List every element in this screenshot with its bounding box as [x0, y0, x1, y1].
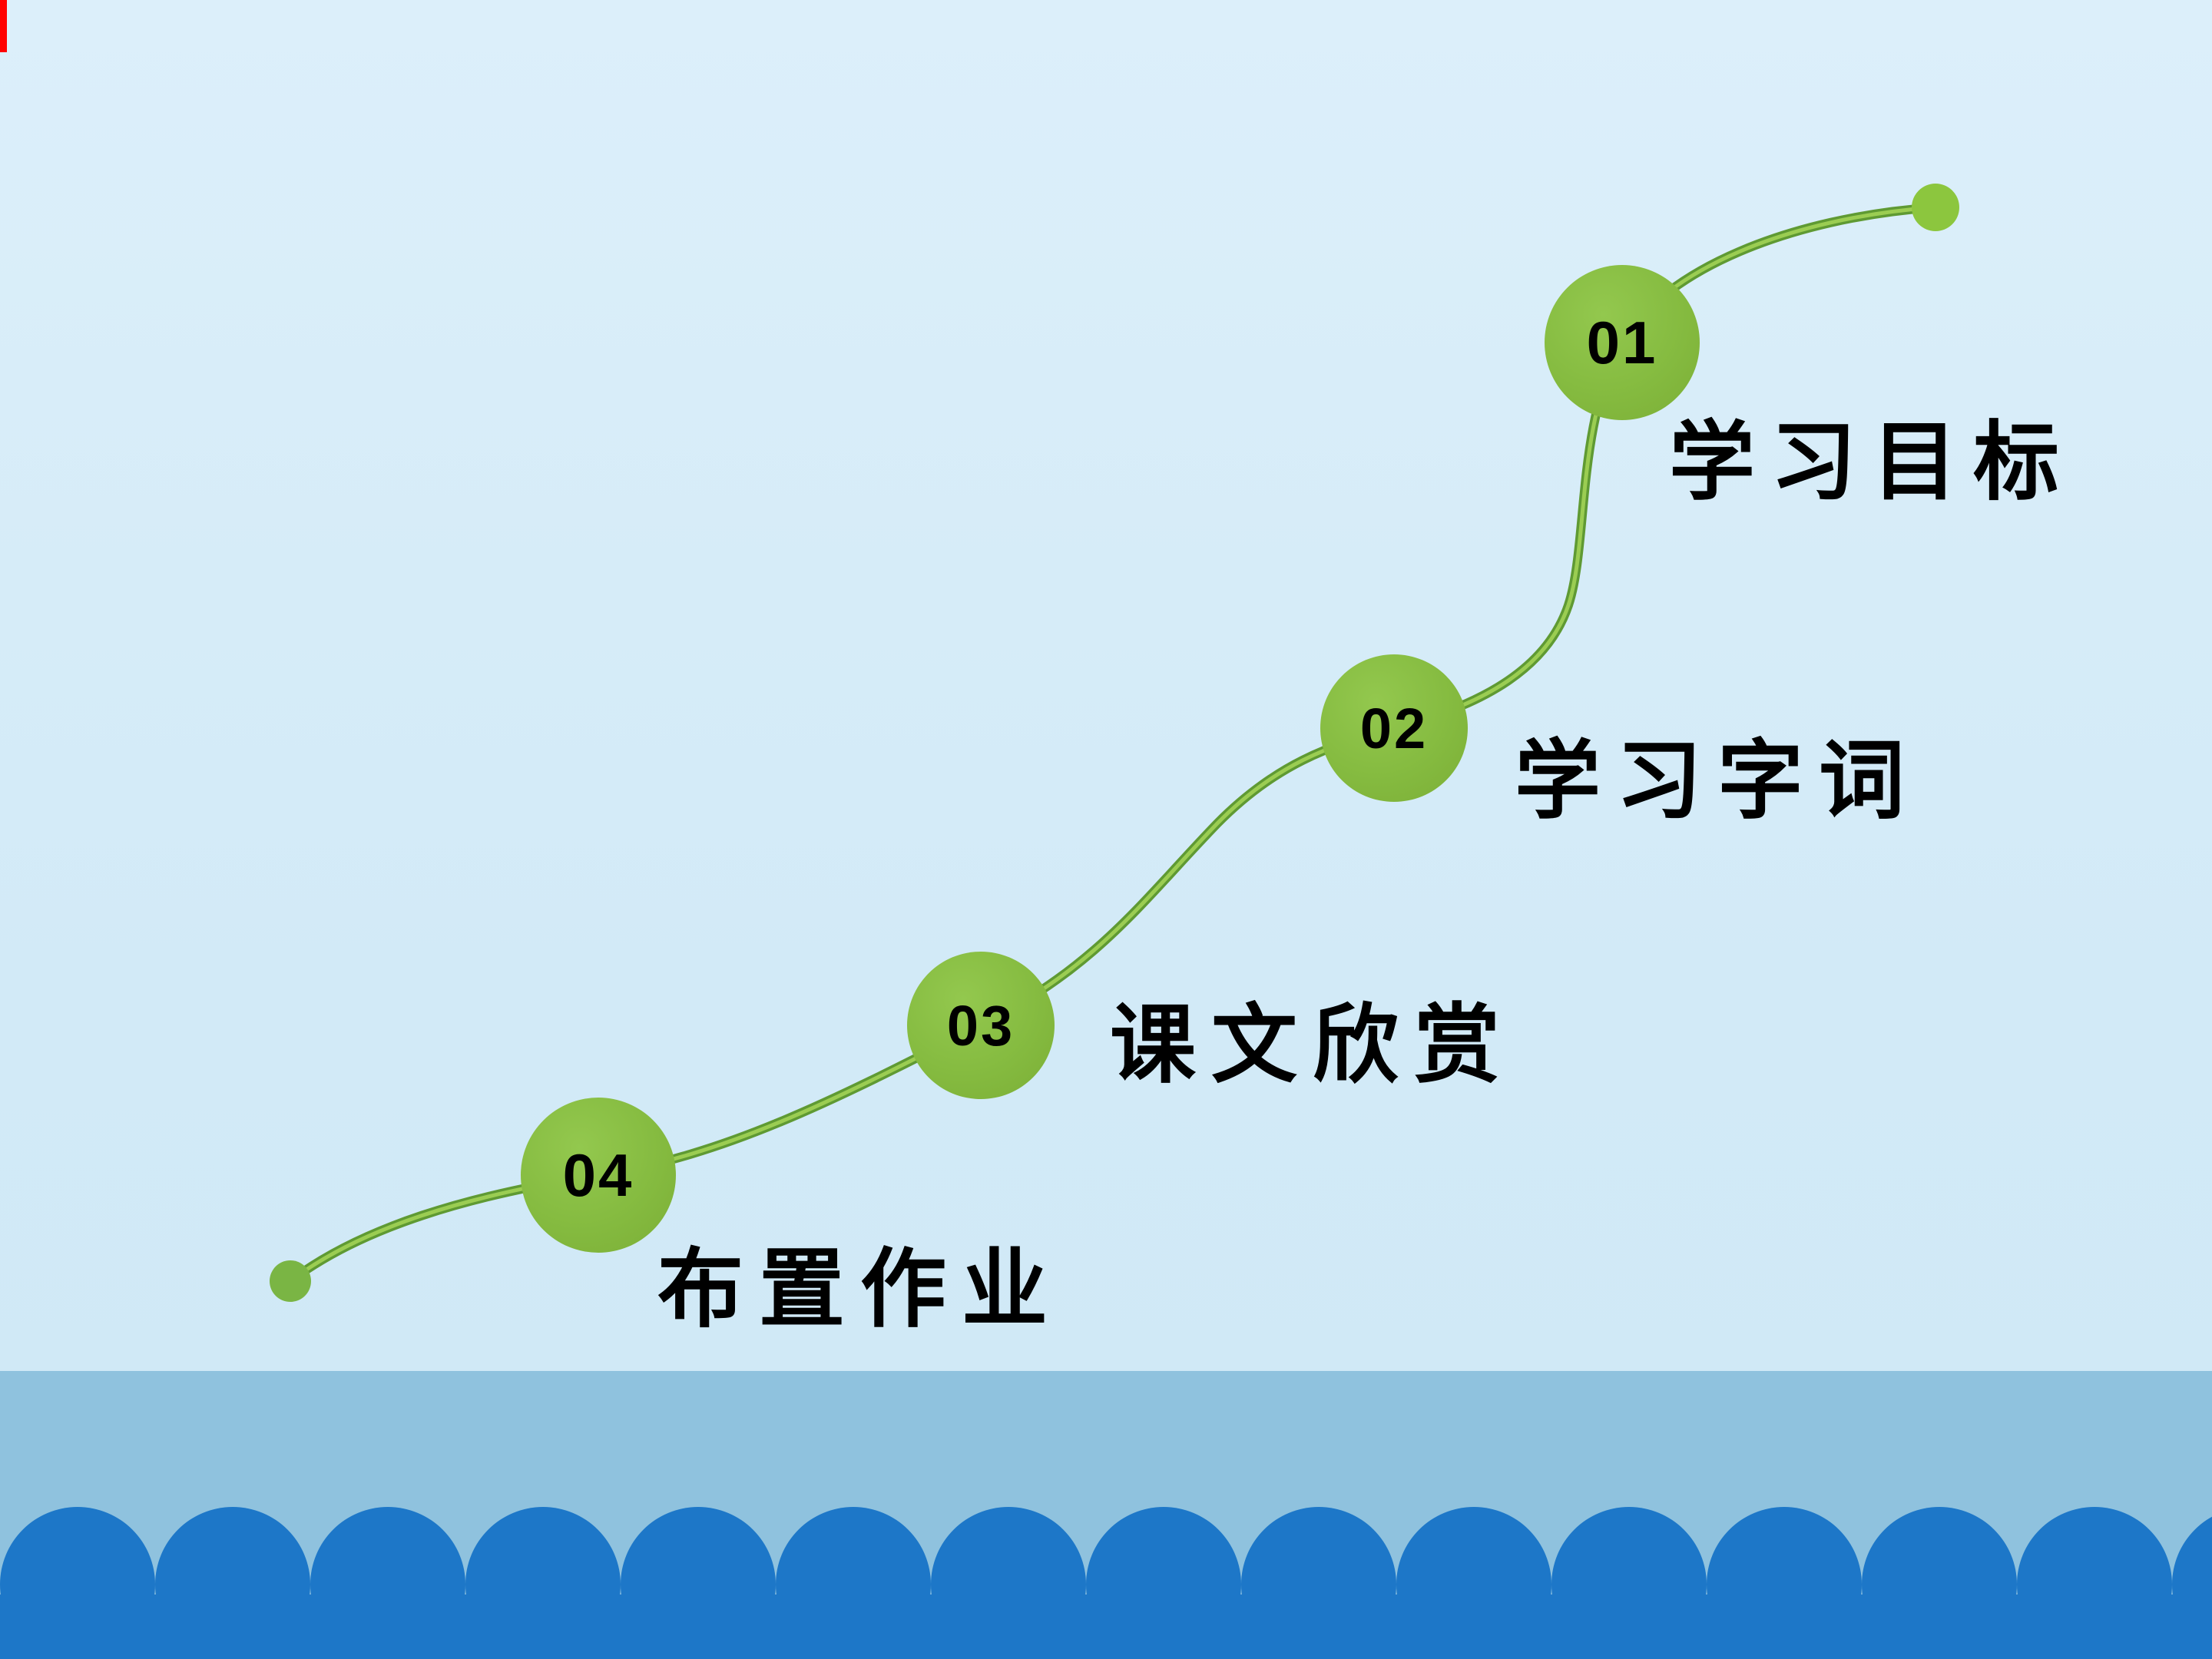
path-end-dot	[1912, 184, 1959, 231]
step-circle-01: 01	[1545, 265, 1700, 420]
wave-decoration	[0, 1371, 2212, 1659]
step-number-02: 02	[1359, 696, 1429, 760]
red-corner-mark	[0, 0, 7, 52]
step-circle-03: 03	[907, 952, 1055, 1099]
wave-scallops	[0, 1371, 2212, 1659]
step-circle-04: 04	[521, 1098, 676, 1253]
step-label-01: 学习目标	[1669, 412, 2075, 512]
step-label-02: 学习字词	[1515, 730, 1920, 831]
step-number-03: 03	[946, 993, 1015, 1058]
step-label-04: 布置作业	[657, 1239, 1063, 1339]
step-number-04: 04	[562, 1141, 634, 1209]
path-start-dot	[270, 1260, 311, 1302]
step-label-03: 课文欣赏	[1110, 995, 1515, 1095]
step-number-01: 01	[1586, 308, 1658, 376]
step-circle-02: 02	[1320, 654, 1468, 802]
